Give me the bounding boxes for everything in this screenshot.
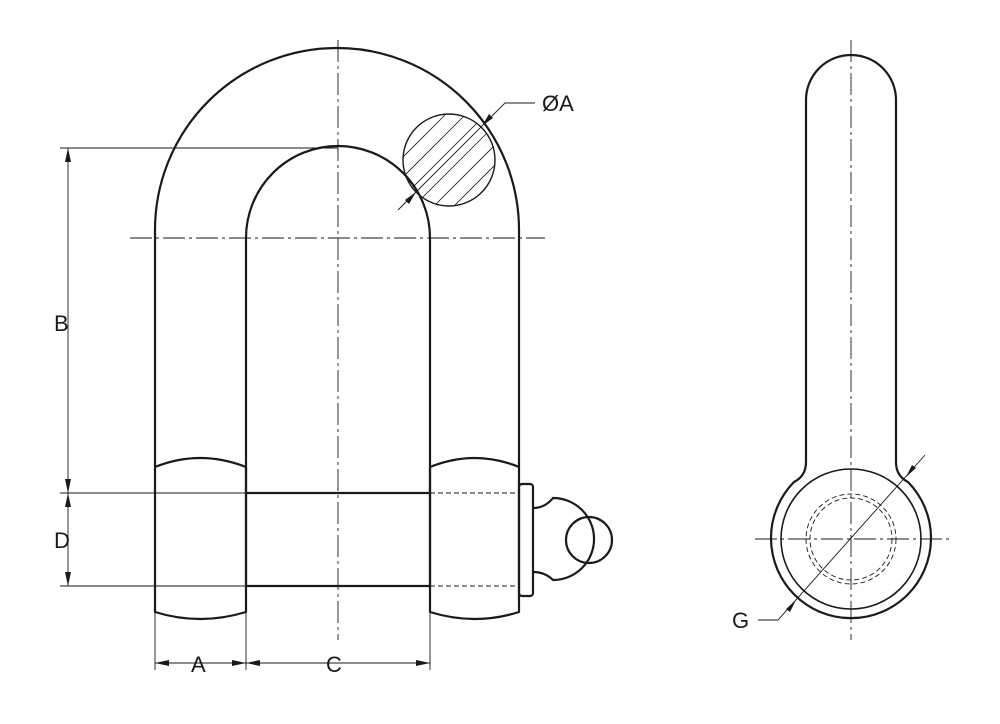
label-b: B [54,311,69,336]
side-pin-hidden-inner [809,497,893,581]
side-eye-inner-ring [780,468,922,610]
bow-section-circle [402,113,496,207]
label-g: G [732,608,749,633]
left-eye-boss [153,456,248,621]
leader-g [758,454,926,621]
right-eye-boss [428,456,521,621]
pin-eye-head [531,496,596,582]
shackle-bow-inner [244,144,432,495]
shackle-bow-outer [153,46,521,469]
side-pin-hidden-outer [805,493,897,585]
front-view [130,40,614,640]
side-view [755,40,950,640]
label-dia-a: ØA [542,91,574,116]
pin-collar [517,482,535,598]
pin-body [244,491,432,588]
label-a: A [191,652,206,677]
pin-eye-hole [564,515,614,565]
side-body-outline [769,53,933,620]
dimensions [60,102,926,670]
label-d: D [54,528,70,553]
leader-dia-a [397,102,535,211]
label-c: C [326,652,342,677]
